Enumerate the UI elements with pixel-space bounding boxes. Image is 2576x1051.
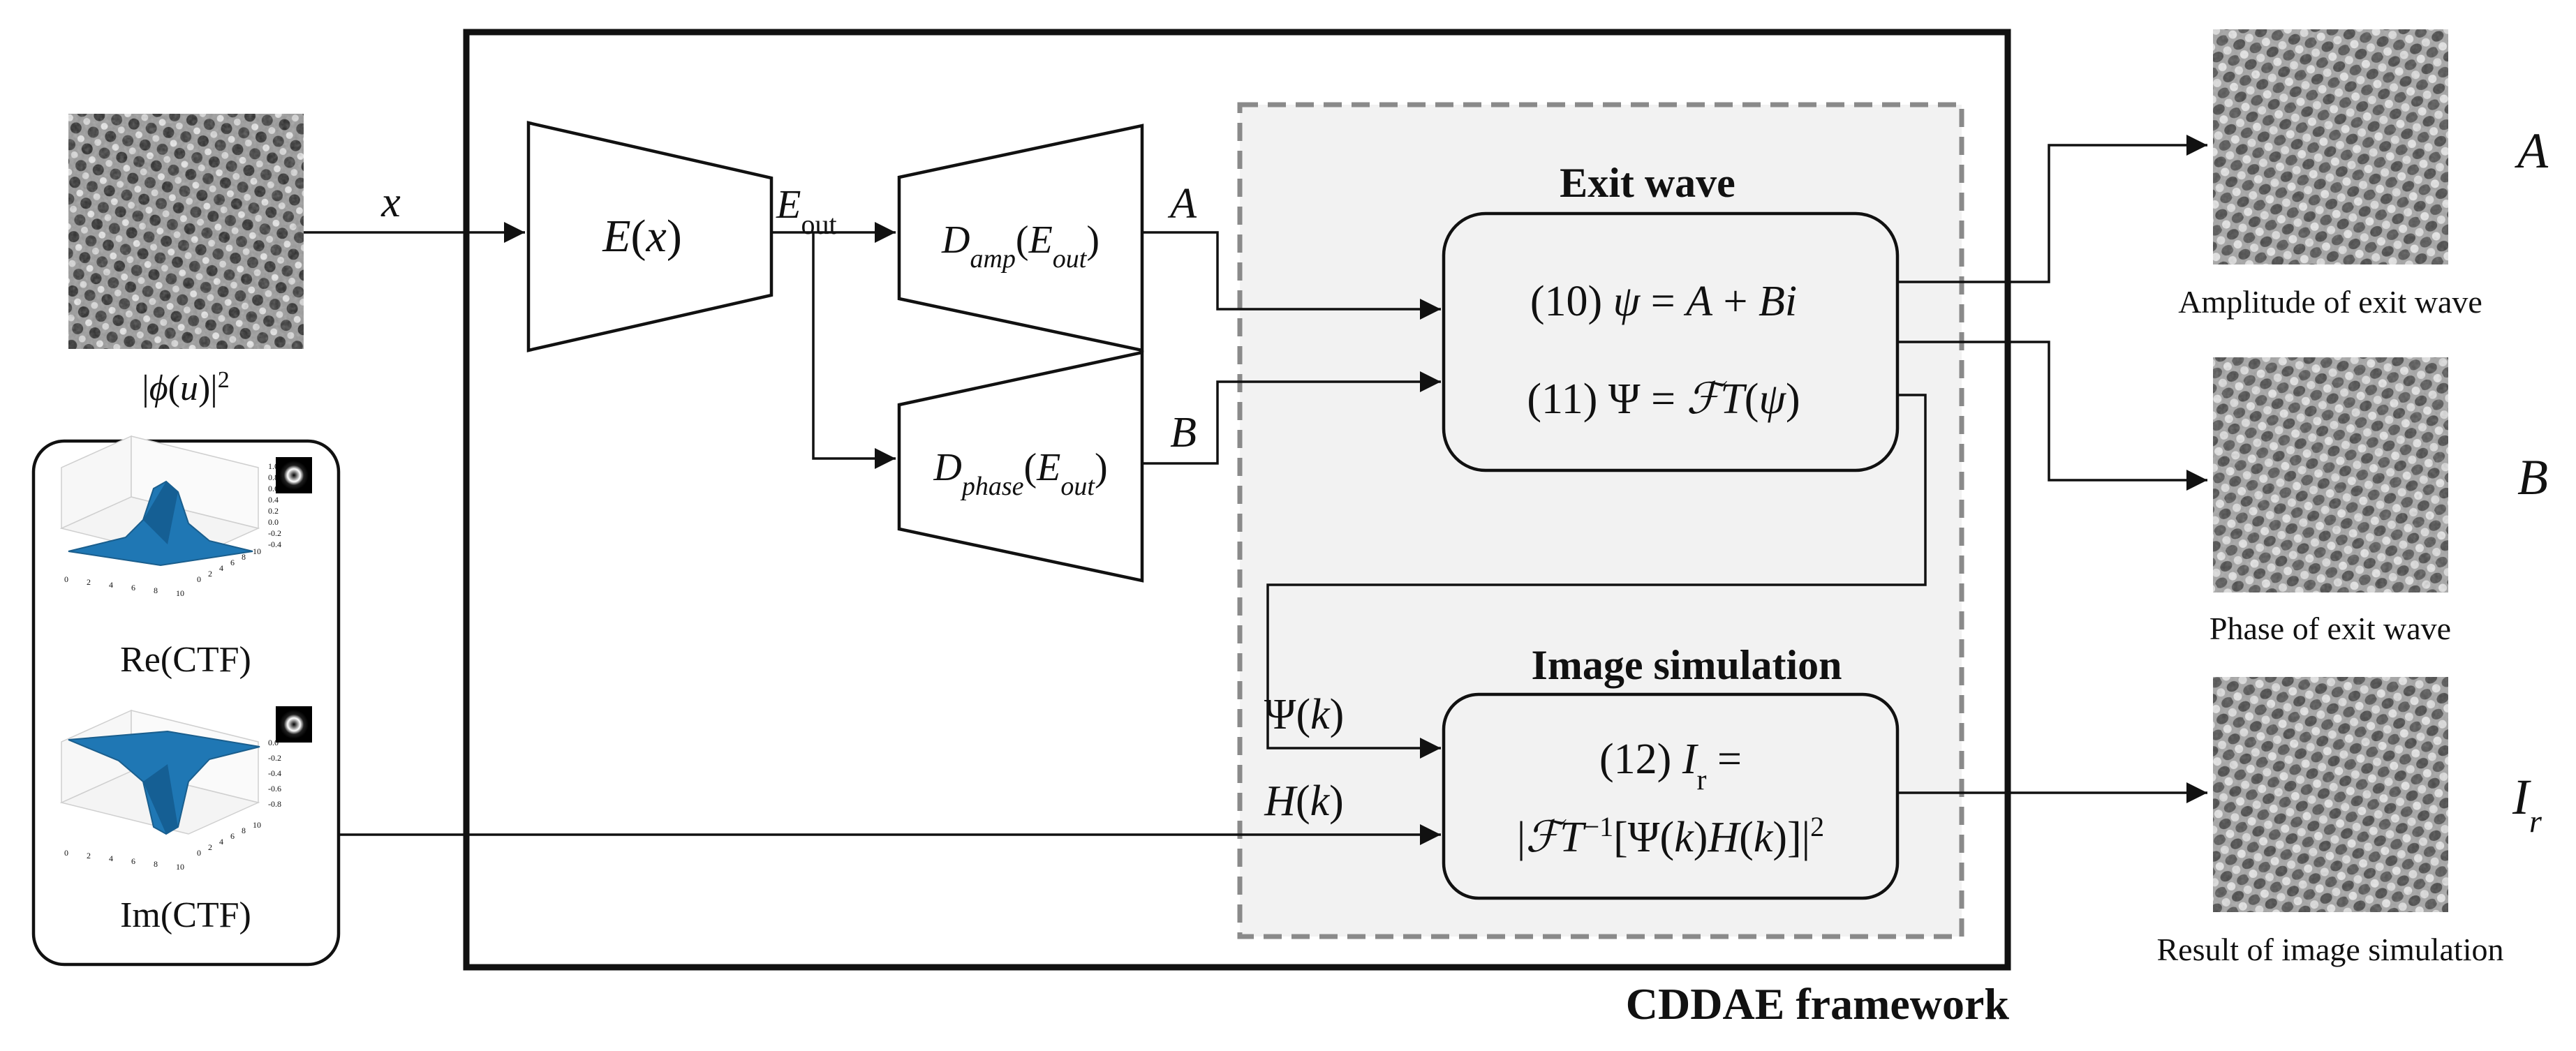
im-ctf-ytick: 10 — [253, 820, 261, 830]
im-ctf-xtick: 4 — [109, 854, 113, 863]
re-ctf-ytick: 8 — [242, 552, 246, 562]
re-ctf-ytick: 4 — [219, 563, 223, 573]
re-ctf-ztick: -0.2 — [268, 528, 281, 538]
exit-wave-box — [1442, 211, 1900, 472]
amplitude-label: A — [2515, 123, 2549, 179]
im-ctf-xtick: 10 — [176, 862, 184, 872]
eq11: (11) Ψ = ℱT(ψ) — [1527, 375, 1800, 423]
phase-caption: Phase of exit wave — [2209, 611, 2451, 646]
simulation-input-psi: Ψ(k) — [1264, 691, 1345, 738]
output-label-a: A — [1167, 180, 1197, 228]
arrow-exit-wave-to-simulation — [1266, 394, 1927, 759]
eq10: (10) ψ = A + Bi — [1530, 278, 1797, 325]
image-simulation-title: Image simulation — [1531, 642, 1842, 688]
amplitude-caption: Amplitude of exit wave — [2178, 284, 2482, 320]
im-ctf-xtick: 8 — [154, 859, 158, 869]
re-ctf-plot — [59, 435, 260, 567]
simulation-input-h: H(k) — [1264, 777, 1344, 825]
input-caption: |ϕ(u)|2 — [142, 367, 229, 409]
image-simulation-box — [1442, 692, 1900, 900]
decoder-amp-block — [897, 124, 1144, 352]
im-ctf-ytick: 6 — [230, 831, 235, 841]
eq12-line1: (12) Ir = — [1599, 736, 1742, 796]
re-ctf-xtick: 8 — [154, 586, 158, 595]
decoder-phase-label: Dphase(Eout) — [933, 446, 1107, 501]
im-ctf-xtick: 6 — [131, 856, 135, 866]
re-ctf-xtick: 10 — [176, 588, 184, 598]
simulation-result-label: Ir — [2512, 769, 2542, 839]
simulation-result-caption: Result of image simulation — [2157, 932, 2504, 967]
im-ctf-plot — [59, 709, 260, 835]
im-ctf-ztick: -0.2 — [268, 753, 281, 763]
phase-label: B — [2517, 449, 2548, 505]
re-ctf-ztick: 0.0 — [268, 517, 279, 527]
arrow-to-amplitude — [1897, 135, 2207, 283]
decoder-amp-label: Damp(Eout) — [941, 218, 1100, 274]
framework-title: CDDAE framework — [1626, 979, 2010, 1029]
encoder-output-label: Eout — [776, 181, 837, 240]
eq12-line2: |ℱT−1[Ψ(k)H(k)]|2 — [1517, 811, 1824, 862]
arrow-to-phase — [1897, 341, 2207, 491]
im-ctf-ytick: 8 — [242, 826, 246, 835]
encoder-label: E(x) — [602, 211, 682, 262]
im-ctf-ztick: -0.8 — [268, 799, 281, 809]
framework-box — [463, 29, 2011, 971]
im-ctf-ztick: -0.4 — [268, 768, 281, 778]
ctf-panel: 1.0 0.8 0.6 0.4 0.2 0.0 -0.2 -0.4 0 2 4 … — [31, 435, 341, 967]
exit-wave-title: Exit wave — [1560, 160, 1735, 206]
im-ctf-xtick: 2 — [87, 851, 91, 860]
amplitude-image — [2213, 29, 2448, 264]
phase-image — [2213, 357, 2448, 592]
re-ctf-ztick: -0.4 — [268, 539, 281, 549]
arrow-phase-to-exit-wave — [1142, 371, 1441, 465]
im-ctf-ztick: -0.6 — [268, 784, 281, 793]
im-ctf-xtick: 0 — [64, 848, 68, 858]
encoder-block — [526, 121, 773, 352]
im-ctf-ytick: 2 — [208, 842, 212, 852]
re-ctf-ytick: 0 — [197, 574, 201, 584]
re-ctf-xtick: 4 — [109, 580, 113, 590]
re-ctf-ztick: 0.2 — [268, 506, 279, 516]
im-ctf-ytick: 0 — [197, 848, 201, 858]
decoder-phase-block — [897, 350, 1144, 583]
arrow-label-x: x — [380, 179, 401, 226]
input-image — [68, 114, 304, 349]
output-label-b: B — [1170, 409, 1197, 456]
re-ctf-ytick: 10 — [253, 546, 261, 556]
im-ctf-ytick: 4 — [219, 837, 223, 847]
re-ctf-ytick: 2 — [208, 569, 212, 579]
im-ctf-thumbnail — [276, 706, 312, 743]
arrow-amp-to-exit-wave — [1142, 231, 1441, 320]
re-ctf-xtick: 2 — [87, 577, 91, 587]
im-ctf-label: Im(CTF) — [120, 895, 251, 935]
simulation-result-image — [2213, 677, 2448, 912]
re-ctf-ztick: 0.4 — [268, 495, 279, 505]
re-ctf-thumbnail — [276, 457, 312, 493]
arrow-encoder-to-phase — [812, 232, 896, 469]
re-ctf-xtick: 0 — [64, 574, 68, 584]
re-ctf-ytick: 6 — [230, 558, 235, 567]
re-ctf-xtick: 6 — [131, 583, 135, 592]
re-ctf-label: Re(CTF) — [120, 640, 251, 680]
